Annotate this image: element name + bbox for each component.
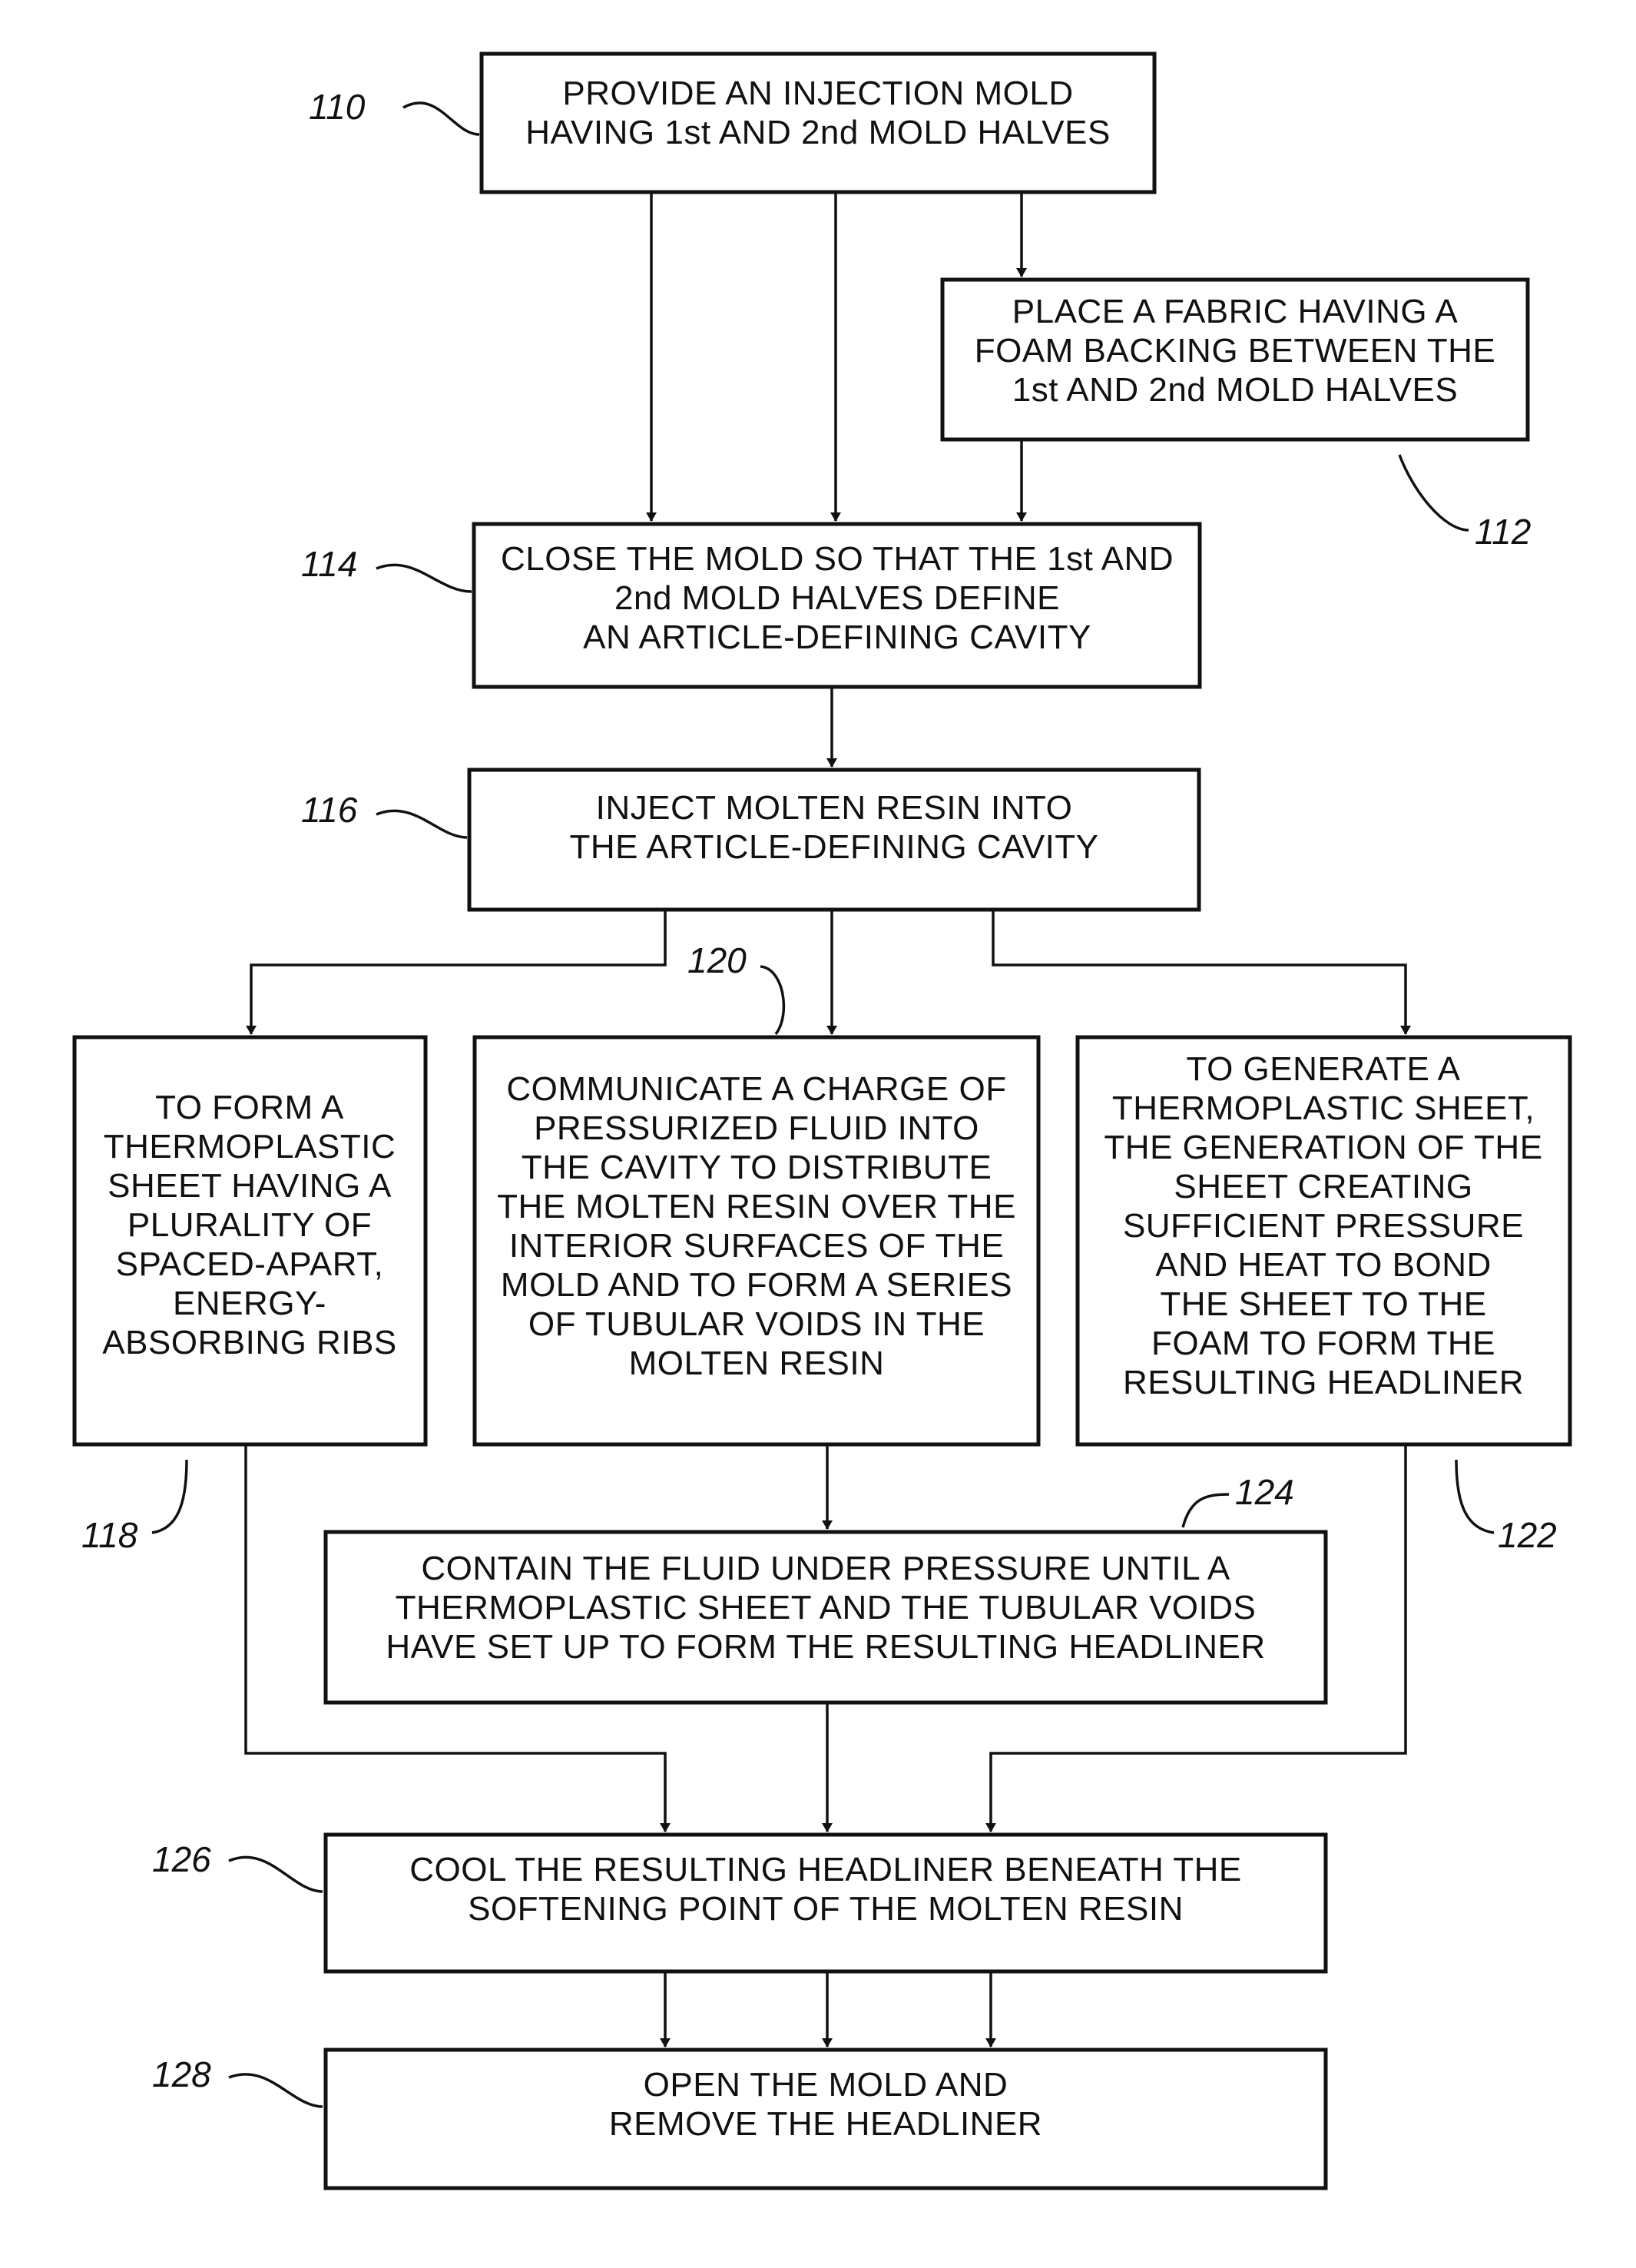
ref-label-120: 120 (687, 940, 747, 980)
step-122-line-8: FOAM TO FORM THE (1151, 1325, 1495, 1362)
step-120-line-4: THE MOLTEN RESIN OVER THE (497, 1188, 1016, 1225)
step-122-line-3: THE GENERATION OF THE (1104, 1129, 1542, 1166)
step-116-line-1: INJECT MOLTEN RESIN INTO (596, 789, 1073, 827)
step-126-line-1: COOL THE RESULTING HEADLINER BENEATH THE (409, 1851, 1242, 1888)
step-122-line-2: THERMOPLASTIC SHEET, (1112, 1089, 1535, 1127)
step-124-line-1: CONTAIN THE FLUID UNDER PRESSURE UNTIL A (421, 1550, 1230, 1587)
step-122-line-6: AND HEAT TO BOND (1155, 1246, 1492, 1284)
step-118-line-7: ABSORBING RIBS (102, 1324, 397, 1361)
step-120-line-3: THE CAVITY TO DISTRIBUTE (522, 1149, 992, 1186)
step-122-line-1: TO GENERATE A (1187, 1050, 1461, 1088)
ref-label-118: 118 (81, 1515, 138, 1555)
leader-122 (1456, 1460, 1494, 1533)
step-112-line-3: 1st AND 2nd MOLD HALVES (1012, 371, 1458, 409)
step-118-line-1: TO FORM A (155, 1089, 344, 1126)
step-120-line-1: COMMUNICATE A CHARGE OF (506, 1070, 1006, 1108)
step-118-line-6: ENERGY- (173, 1285, 326, 1322)
step-116-line-2: THE ARTICLE-DEFINING CAVITY (569, 828, 1098, 866)
leader-114 (376, 565, 472, 592)
ref-label-128: 128 (152, 2054, 211, 2094)
leader-118 (152, 1460, 187, 1533)
leader-112 (1399, 455, 1469, 530)
step-112-line-1: PLACE A FABRIC HAVING A (1012, 293, 1459, 330)
leader-110 (403, 103, 479, 134)
step-122-line-5: SUFFICIENT PRESSURE (1123, 1207, 1524, 1245)
step-118-line-4: PLURALITY OF (128, 1206, 372, 1244)
step-118-line-3: SHEET HAVING A (108, 1167, 392, 1205)
ref-label-126: 126 (152, 1839, 211, 1879)
ref-label-114: 114 (301, 544, 357, 584)
ref-label-124: 124 (1235, 1472, 1294, 1512)
step-120-line-2: PRESSURIZED FLUID INTO (534, 1109, 979, 1147)
step-120-line-5: INTERIOR SURFACES OF THE (509, 1227, 1004, 1265)
arrow-116-to-122 (993, 910, 1406, 1034)
ref-label-116: 116 (301, 790, 358, 830)
step-122-line-7: THE SHEET TO THE (1160, 1285, 1486, 1323)
step-120-line-6: MOLD AND TO FORM A SERIES (501, 1266, 1012, 1304)
ref-label-110: 110 (309, 87, 366, 127)
ref-label-112: 112 (1475, 512, 1531, 552)
leader-116 (376, 811, 467, 837)
ref-label-122: 122 (1498, 1515, 1557, 1555)
leader-120 (760, 967, 783, 1034)
step-128-line-2: REMOVE THE HEADLINER (609, 2105, 1042, 2143)
step-122-line-9: RESULTING HEADLINER (1123, 1364, 1524, 1401)
arrow-116-to-118 (251, 910, 665, 1034)
leader-128 (229, 2074, 323, 2107)
step-114-line-1: CLOSE THE MOLD SO THAT THE 1st AND (501, 540, 1174, 578)
step-128-line-1: OPEN THE MOLD AND (644, 2066, 1008, 2104)
leader-124 (1183, 1494, 1229, 1527)
step-122-line-4: SHEET CREATING (1174, 1168, 1472, 1205)
step-118-line-5: SPACED-APART, (116, 1245, 384, 1283)
step-120-line-7: OF TUBULAR VOIDS IN THE (528, 1305, 985, 1343)
step-text-112: PLACE A FABRIC HAVING AFOAM BACKING BETW… (975, 293, 1496, 409)
step-114-line-3: AN ARTICLE-DEFINING CAVITY (583, 618, 1091, 656)
step-110-line-1: PROVIDE AN INJECTION MOLD (562, 75, 1073, 112)
step-text-122: TO GENERATE ATHERMOPLASTIC SHEET,THE GEN… (1104, 1050, 1542, 1401)
leader-126 (229, 1857, 323, 1892)
step-124-line-3: HAVE SET UP TO FORM THE RESULTING HEADLI… (386, 1628, 1265, 1666)
step-text-124: CONTAIN THE FLUID UNDER PRESSURE UNTIL A… (386, 1550, 1265, 1666)
step-124-line-2: THERMOPLASTIC SHEET AND THE TUBULAR VOID… (396, 1589, 1257, 1626)
step-114-line-2: 2nd MOLD HALVES DEFINE (614, 579, 1060, 617)
step-110-line-2: HAVING 1st AND 2nd MOLD HALVES (525, 114, 1111, 151)
step-126-line-2: SOFTENING POINT OF THE MOLTEN RESIN (468, 1890, 1184, 1928)
step-112-line-2: FOAM BACKING BETWEEN THE (975, 332, 1496, 370)
step-120-line-8: MOLTEN RESIN (629, 1345, 885, 1382)
step-118-line-2: THERMOPLASTIC (104, 1128, 396, 1166)
